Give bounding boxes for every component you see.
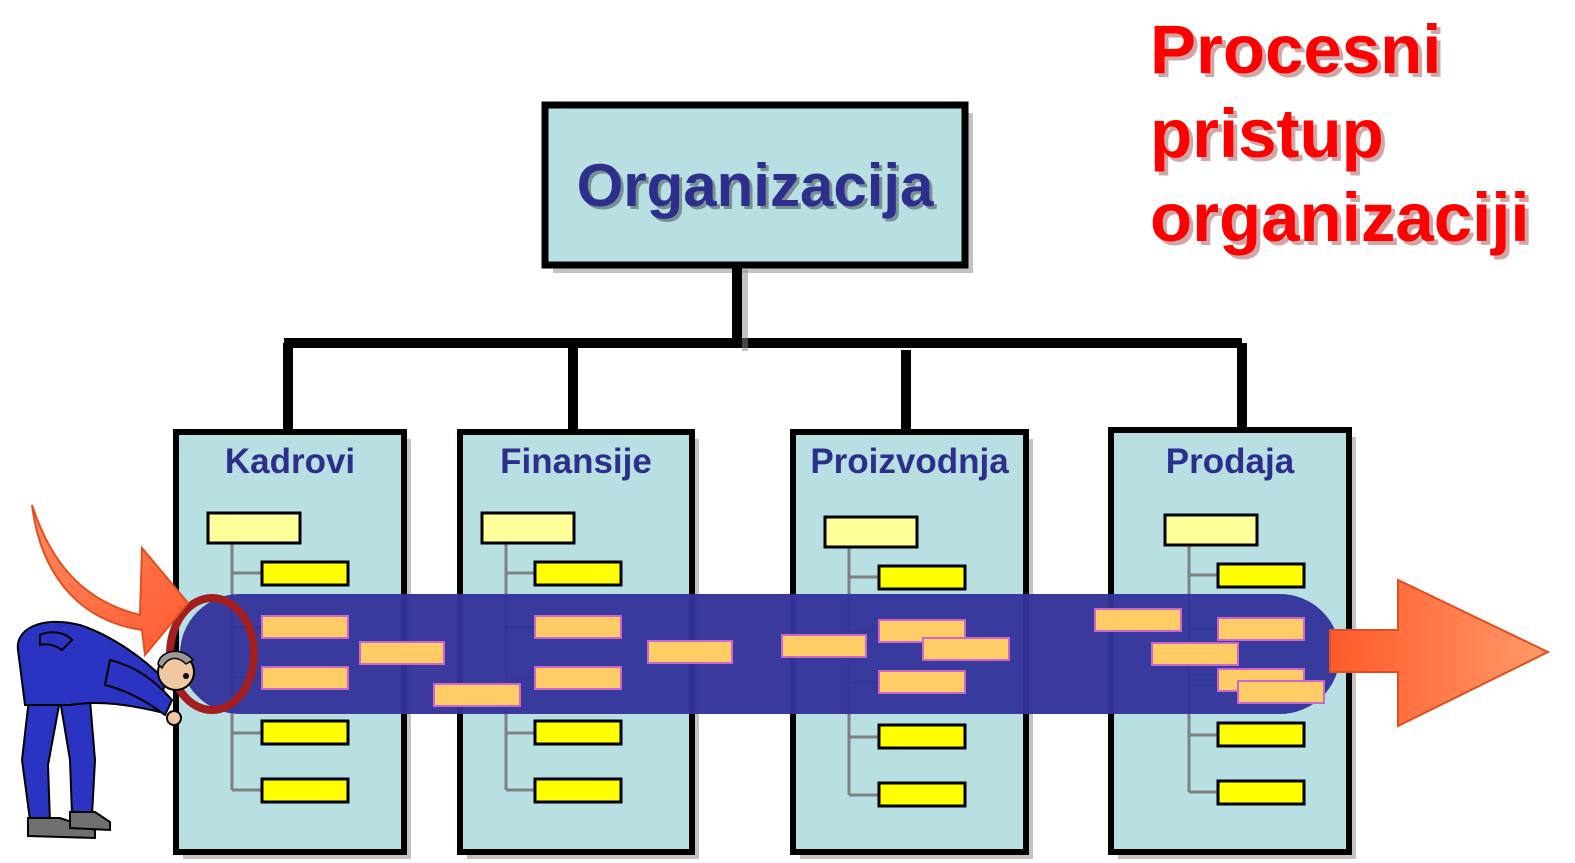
department-label-prodaja: Prodaja <box>1165 442 1295 481</box>
title-line-3: organizaciji <box>1150 179 1530 256</box>
curved-entry-arrow-icon <box>31 504 190 658</box>
department-label-proizvodnja: Proizvodnja <box>810 442 1009 481</box>
department-label-kadrovi: Kadrovi <box>224 442 356 481</box>
title-line-2: pristup <box>1150 95 1384 172</box>
person-looking-through-icon <box>16 620 195 840</box>
organization-label: Organizacija <box>576 151 934 219</box>
organization-box <box>541 101 973 273</box>
department-label-finansije: Finansije <box>500 442 652 481</box>
process-tasks <box>261 608 1325 707</box>
sub-tree-proizvodnja <box>823 515 967 808</box>
slide-title: Procesni pristup organizaciji <box>1150 8 1570 260</box>
org-chart-connectors <box>283 265 1247 432</box>
sub-tree-prodaja <box>1163 513 1306 806</box>
title-line-1: Procesni <box>1150 11 1442 88</box>
sub-tree-finansije <box>480 511 623 804</box>
exit-arrow-icon <box>1329 578 1551 728</box>
